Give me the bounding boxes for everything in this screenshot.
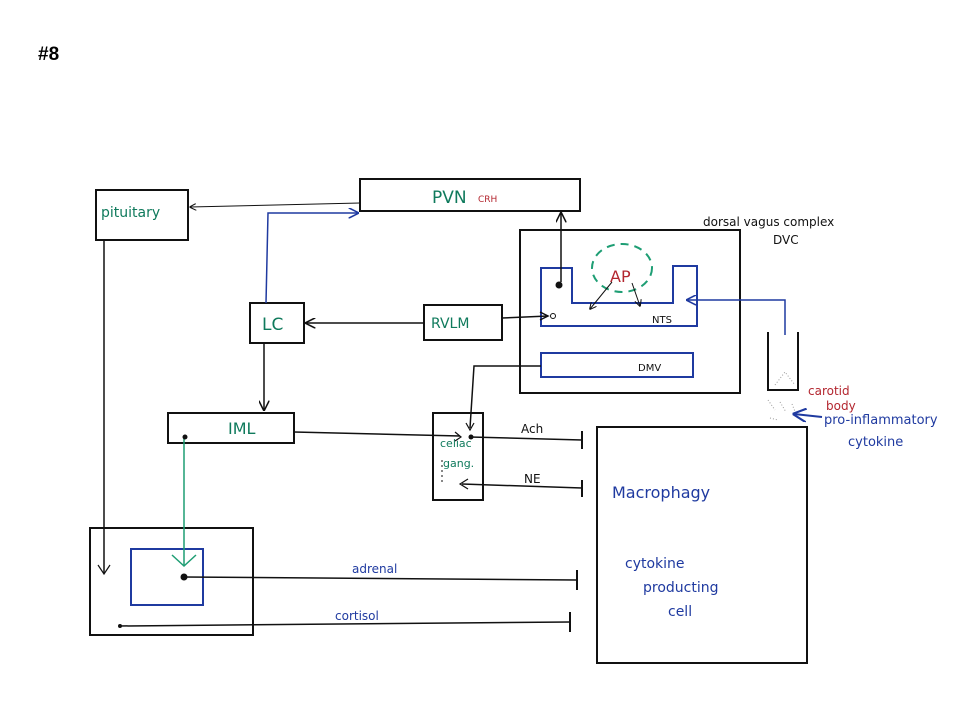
- carotid-body: carotid body pro-inflammatory cytokine: [767, 332, 938, 450]
- cytokine-label-1: pro-inflammatory: [824, 413, 938, 428]
- celiac-label-1: celiac: [440, 437, 472, 450]
- macrophagy-label: Macrophagy: [612, 483, 710, 502]
- line-cortisol: [119, 621, 571, 627]
- dvc-abbrev: DVC: [773, 233, 799, 247]
- pvn-label: PVN: [432, 188, 467, 208]
- ne-label: NE: [524, 472, 541, 486]
- pvn-box: PVN CRH: [359, 178, 581, 212]
- arrow-ap-to-nts-2: [631, 282, 640, 306]
- carotid-label-1: carotid: [808, 384, 850, 398]
- arrow-cytokine-to-carotid: [794, 414, 823, 417]
- line-iml-to-celiac: [293, 431, 461, 437]
- cell-label-2: producting: [643, 580, 719, 596]
- rvlm-box: RVLM: [423, 304, 503, 341]
- celiac-ganglion-box: celiac gang.: [432, 412, 484, 501]
- iml-label: IML: [228, 419, 256, 438]
- dmv-label: DMV: [638, 363, 661, 374]
- arrow-carotid-to-nts: [687, 300, 786, 335]
- lc-label: LC: [262, 315, 283, 335]
- cortisol-label: cortisol: [335, 609, 379, 623]
- line-adrenal: [183, 576, 578, 581]
- arrow-lc-to-pvn: [265, 213, 358, 304]
- ap-label: AP: [610, 267, 631, 286]
- slide-number: #8: [38, 44, 60, 65]
- line-nts-to-rvlm: [501, 315, 549, 319]
- lc-box: LC: [249, 302, 305, 344]
- macrophage-box: Macrophagy cytokine producting cell: [596, 426, 808, 664]
- ap-region: [591, 243, 653, 293]
- crh-label: CRH: [478, 195, 497, 205]
- adrenal-box: [89, 527, 254, 636]
- dvc-title: dorsal vagus complex: [703, 215, 834, 229]
- arrow-ap-to-nts-1: [590, 281, 613, 309]
- carotid-label-2: body: [826, 399, 856, 413]
- pituitary-box: pituitary: [95, 189, 189, 241]
- cell-label-1: cytokine: [625, 556, 685, 572]
- iml-box: IML: [167, 412, 295, 444]
- dmv-box: [540, 352, 694, 378]
- line-dmv-to-celiac: [469, 365, 541, 429]
- rvlm-label: RVLM: [431, 316, 469, 332]
- dvc-box: dorsal vagus complex DVC NTS AP DMV: [519, 215, 834, 394]
- line-ne: [461, 483, 583, 489]
- ach-label: Ach: [521, 422, 543, 436]
- adrenal-label: adrenal: [352, 562, 397, 576]
- pituitary-label: pituitary: [101, 205, 160, 221]
- arrow-pvn-to-pituitary: [190, 202, 361, 207]
- cytokine-label-2: cytokine: [848, 435, 903, 450]
- nts-region: [540, 265, 698, 327]
- line-ach: [469, 436, 583, 441]
- nts-label: NTS: [652, 315, 672, 326]
- cell-label-3: cell: [668, 604, 692, 620]
- celiac-label-2: gang.: [443, 457, 474, 470]
